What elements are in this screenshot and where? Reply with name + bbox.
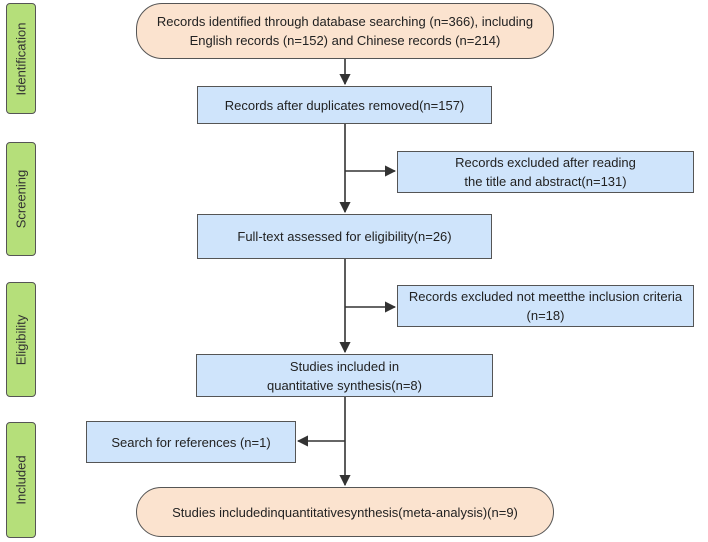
box-full-text-assessed: Full-text assessed for eligibility(n=26) [197, 214, 492, 259]
phase-screening: Screening [6, 142, 36, 256]
box-excluded-title-abstract-line2: the title and abstract(n=131) [464, 174, 627, 189]
box-search-references: Search for references (n=1) [86, 421, 296, 463]
box-excluded-criteria: Records excluded not meetthe inclusion c… [397, 285, 694, 327]
box-excluded-criteria-line2: (n=18) [526, 308, 565, 323]
box-excluded-criteria-line1: Records excluded not meetthe inclusion c… [408, 289, 683, 304]
box-duplicates-removed: Records after duplicates removed(n=157) [197, 86, 492, 124]
box-final-studies-text: Studies includedinquantitativesynthesis(… [172, 504, 518, 520]
phase-included: Included [6, 422, 36, 538]
phase-identification: Identification [6, 3, 36, 114]
box-final-studies: Studies includedinquantitativesynthesis(… [136, 487, 554, 537]
box-duplicates-removed-text: Records after duplicates removed(n=157) [224, 97, 465, 113]
box-excluded-title-abstract-line1: Records excluded after reading [455, 155, 636, 170]
box-studies-included-line2: quantitative synthesis(n=8) [266, 377, 422, 393]
box-full-text-assessed-text: Full-text assessed for eligibility(n=26) [237, 229, 452, 244]
box-studies-included: Studies included in quantitative synthes… [196, 354, 493, 397]
box-excluded-title-abstract: Records excluded after reading the title… [397, 151, 694, 193]
phase-eligibility: Eligibility [6, 282, 36, 397]
box-records-identified: Records identified through database sear… [136, 3, 554, 59]
box-records-identified-line1: Records identified through database sear… [156, 14, 534, 29]
box-records-identified-line2: English records (n=152) and Chinese reco… [189, 33, 501, 48]
box-studies-included-line1: Studies included in [289, 358, 400, 374]
box-search-references-text: Search for references (n=1) [111, 434, 271, 450]
